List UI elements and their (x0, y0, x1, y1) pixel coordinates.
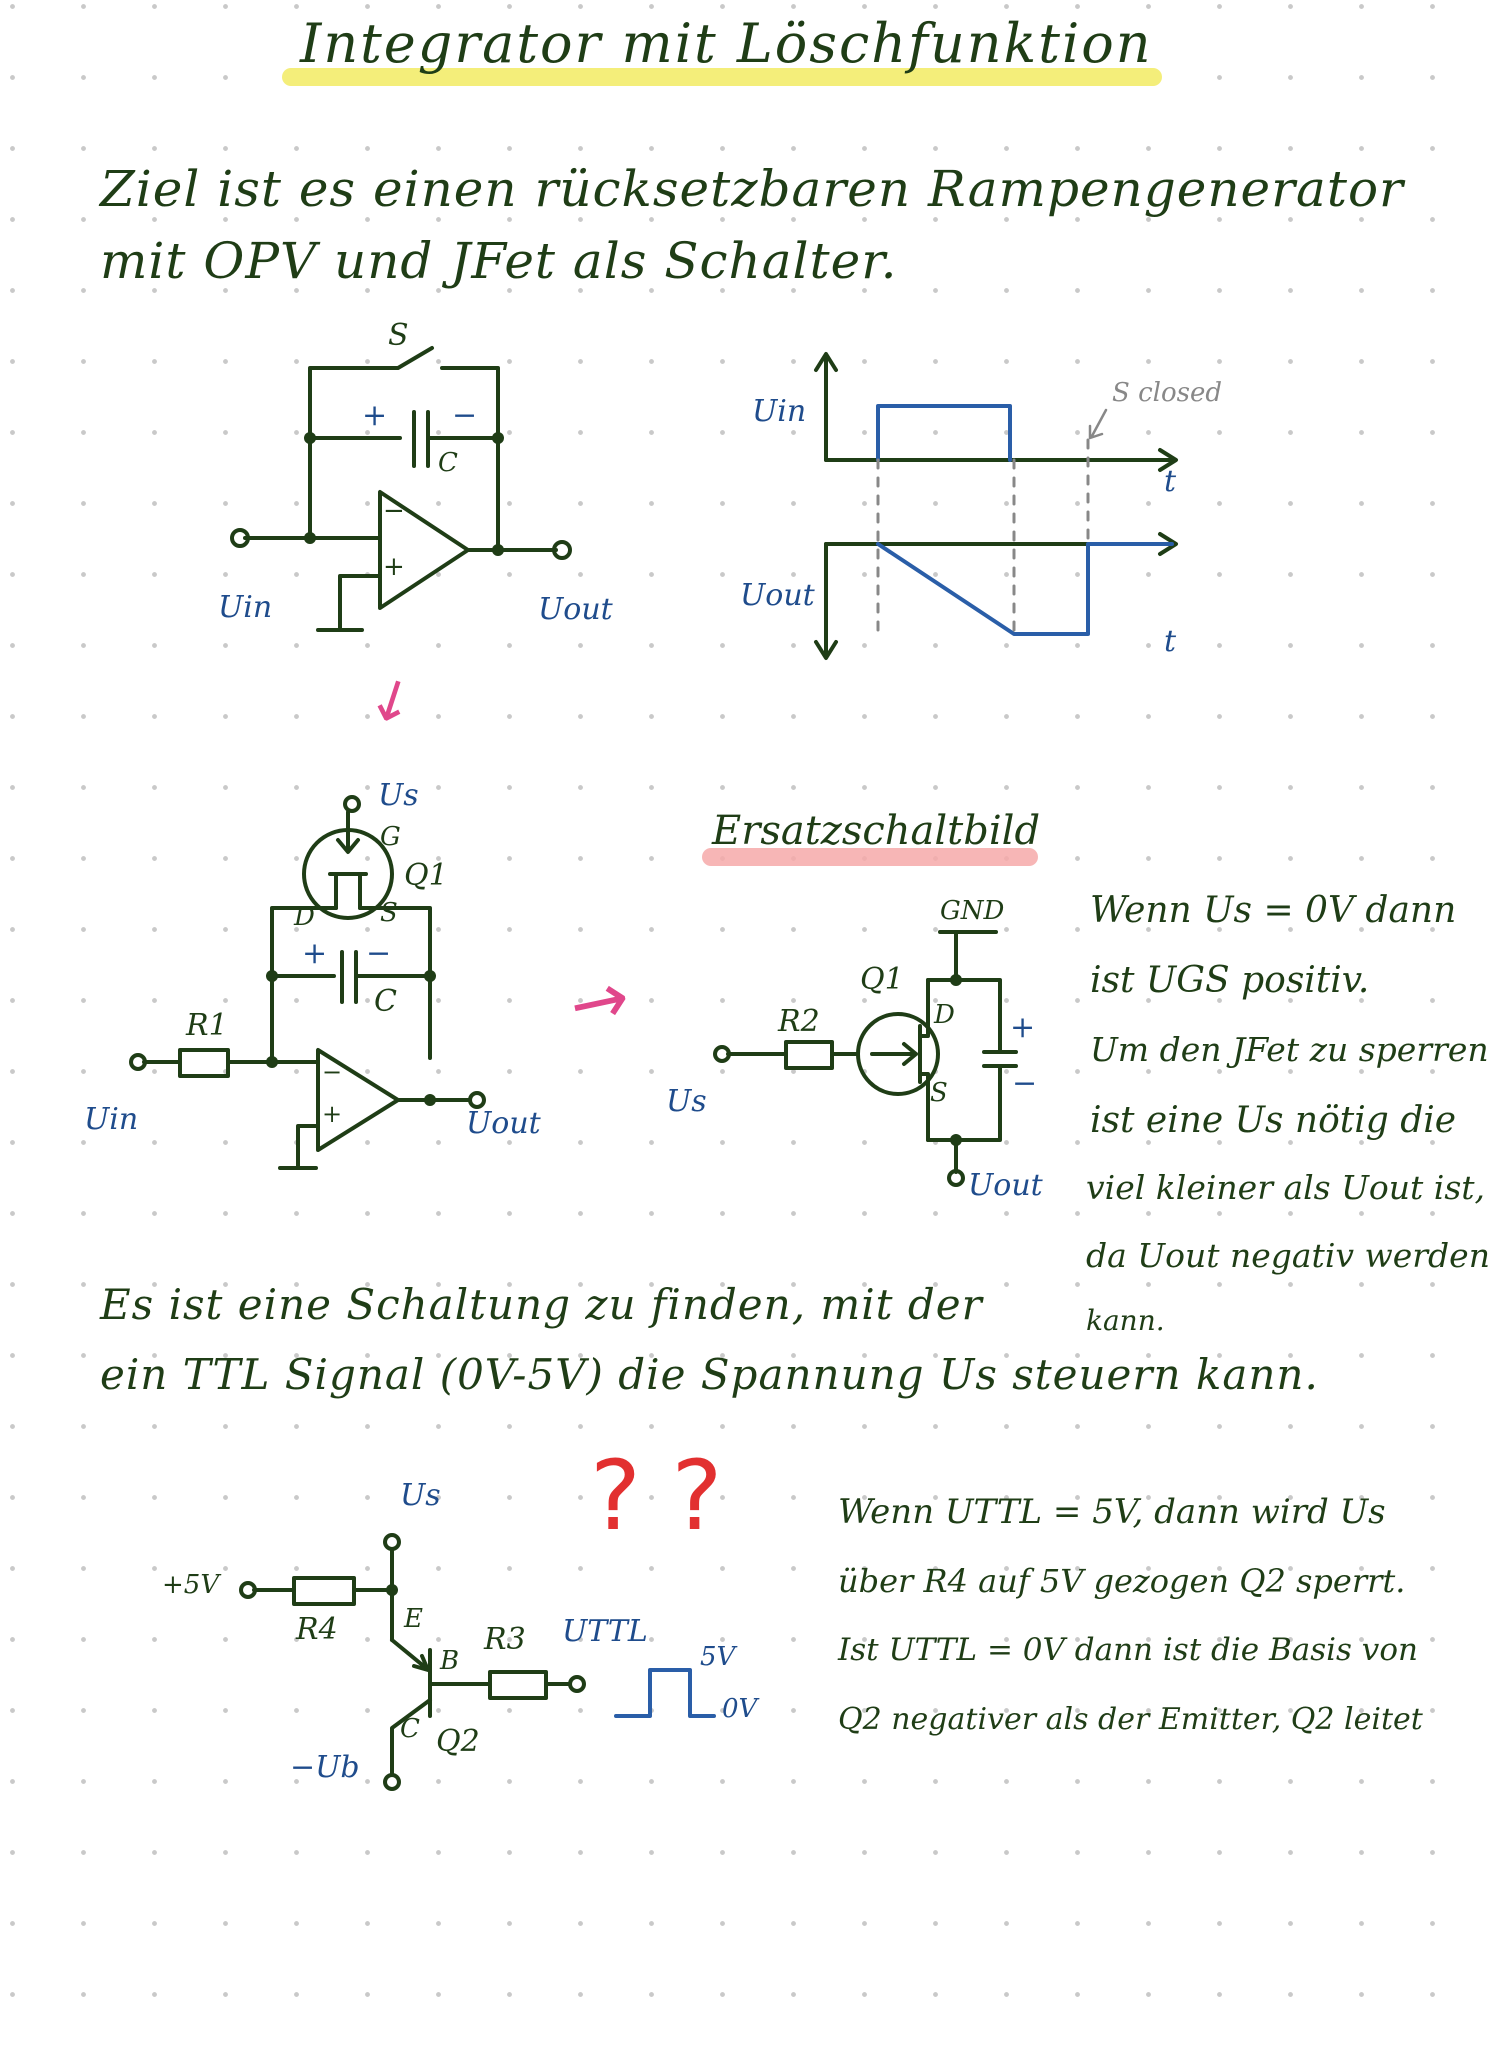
c3-0v-label: 0V (722, 1694, 758, 1724)
c2-q1-label: Q1 (404, 858, 448, 893)
s-closed-label: S closed (1112, 378, 1222, 408)
wave-t-label-1: t (1164, 464, 1177, 499)
desc-line-6: da Uout negativ werden (1086, 1236, 1490, 1275)
ersatz-highlight (702, 848, 1038, 866)
goal-line-2: mit OPV und JFet als Schalter. (100, 232, 898, 290)
opamp-minus-sign: − (383, 496, 405, 526)
c2-opamp-plus: + (322, 1100, 343, 1128)
desc-line-4: ist eine Us nötig die (1090, 1100, 1457, 1141)
ersatz-r2-label: R2 (778, 1004, 820, 1039)
c3-r3-label: R3 (484, 1622, 526, 1657)
task-line-2: ein TTL Signal (0V-5V) die Spannung Us s… (100, 1350, 1319, 1399)
note-line-4: Q2 negativer als der Emitter, Q2 leitet (838, 1702, 1423, 1737)
desc-line-3: Um den JFet zu sperren (1090, 1030, 1489, 1069)
wave-uin-label: Uin (752, 394, 807, 429)
c3-ub-label: −Ub (290, 1750, 360, 1785)
ttl-pulse (614, 1668, 716, 1718)
c2-d-label: D (294, 902, 315, 932)
c2-g-label: G (380, 822, 401, 852)
c3-5v-label: 5V (700, 1642, 736, 1672)
ersatz-minus-label: − (1012, 1066, 1038, 1101)
ersatz-q1-label: Q1 (860, 962, 904, 997)
task-line-1: Es ist eine Schaltung zu finden, mit der (100, 1280, 983, 1329)
cap-label: C (438, 448, 458, 478)
ersatz-d-label: D (934, 1000, 955, 1030)
desc-line-5: viel kleiner als Uout ist, (1086, 1168, 1486, 1207)
desc-line-7: kann. (1086, 1304, 1165, 1337)
c2-us-label: Us (378, 778, 419, 813)
c3-us-label: Us (400, 1478, 441, 1513)
circuit-3-pnp (239, 1533, 586, 1791)
ersatz-title: Ersatzschaltbild (712, 808, 1041, 854)
goal-line-1: Ziel ist es einen rücksetzbaren Rampenge… (100, 160, 1404, 218)
c3-q2-label: Q2 (436, 1724, 480, 1759)
c1-uout-label: Uout (538, 592, 613, 627)
c2-uin-label: Uin (84, 1102, 139, 1137)
cap-minus-label: − (452, 398, 478, 433)
ersatz-circuit (713, 930, 1018, 1187)
title-highlight (282, 68, 1162, 86)
wave-t-label-2: t (1164, 624, 1177, 659)
c3-r4-label: R4 (296, 1612, 338, 1647)
question-marks: ? ? (590, 1440, 723, 1552)
c3-c-label: C (400, 1714, 420, 1744)
note-line-1: Wenn UTTL = 5V, dann wird Us (838, 1492, 1386, 1532)
c2-r1-label: R1 (186, 1008, 228, 1043)
cap-plus-label: + (362, 398, 388, 433)
opamp-plus-sign: + (383, 552, 405, 582)
ersatz-s-label: S (930, 1078, 948, 1108)
ersatz-us-label: Us (666, 1084, 707, 1119)
wave-uout-label: Uout (740, 578, 815, 613)
c2-cap-label: C (374, 984, 397, 1019)
c3-uttl-label: UTTL (562, 1614, 648, 1649)
c2-s-label: S (380, 898, 398, 928)
note-line-2: über R4 auf 5V gezogen Q2 sperrt. (838, 1562, 1406, 1600)
page-title: Integrator mit Löschfunktion (300, 12, 1153, 75)
c1-uin-label: Uin (218, 590, 273, 625)
c2-opamp-minus: − (322, 1058, 343, 1086)
note-line-3: Ist UTTL = 0V dann ist die Basis von (838, 1632, 1418, 1668)
c2-cap-minus: − (366, 936, 392, 971)
circuit-1-integrator (230, 346, 572, 632)
desc-line-1: Wenn Us = 0V dann (1090, 890, 1457, 931)
switch-label: S (388, 318, 409, 353)
c3-e-label: E (404, 1604, 423, 1634)
circuit-2-jfet-integrator (129, 795, 486, 1170)
ersatz-uout-label: Uout (968, 1168, 1043, 1203)
c3-plus5-label: +5V (162, 1570, 220, 1600)
desc-line-2: ist UGS positiv. (1090, 960, 1370, 1001)
ersatz-plus-label: + (1010, 1010, 1036, 1045)
c2-uout-label: Uout (466, 1106, 541, 1141)
waveform-diagram (814, 352, 1178, 660)
c2-cap-plus: + (302, 936, 328, 971)
c3-b-label: B (440, 1646, 460, 1676)
junction-dots (266, 432, 962, 1596)
ersatz-gnd-label: GND (940, 896, 1005, 926)
